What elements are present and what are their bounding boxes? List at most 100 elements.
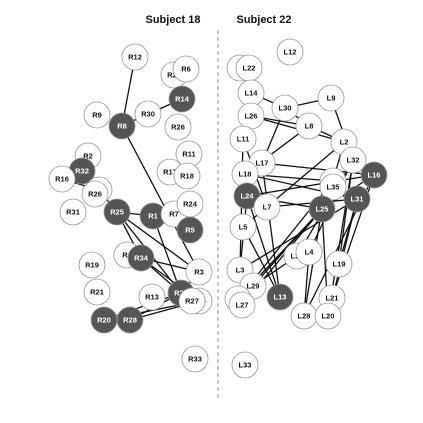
node-circle-l13 [266, 283, 294, 311]
node-label-r7: R7 [169, 210, 179, 219]
node-circle-r21 [83, 278, 111, 306]
node-label-l22: L22 [243, 64, 256, 73]
node-circle-l20 [314, 302, 342, 330]
node-label-r21: R21 [90, 288, 104, 297]
node-label-r25: R25 [110, 208, 124, 217]
node-circle-l16 [360, 161, 388, 189]
node-circle-l7 [253, 193, 281, 221]
node-label-r33: R33 [188, 355, 202, 364]
node-l25: L25 [308, 195, 336, 223]
node-l12: L12 [276, 38, 304, 66]
node-label-l3: L3 [236, 266, 245, 275]
node-l11: L11 [229, 125, 257, 153]
node-label-r3: R3 [194, 268, 204, 277]
node-label-l32: L32 [347, 156, 360, 165]
node-label-l2: L2 [340, 138, 349, 147]
node-circle-r13 [138, 283, 166, 311]
edge-R8-R3 [121, 125, 200, 273]
node-circle-l4 [295, 238, 323, 266]
node-r8: R8 [108, 112, 136, 140]
node-circle-l19 [325, 250, 353, 278]
node-circle-r33 [181, 345, 209, 373]
node-l4: L4 [295, 238, 323, 266]
node-circle-l5 [229, 213, 257, 241]
node-r16: R16 [48, 165, 76, 193]
node-r26: R26 [164, 113, 192, 141]
node-circle-l25 [308, 195, 336, 223]
node-label-l29: L29 [247, 282, 260, 291]
node-r21: R21 [83, 278, 111, 306]
node-circle-r34 [127, 244, 155, 272]
node-l5: L5 [229, 213, 257, 241]
node-label-r31: R31 [66, 208, 80, 217]
node-l7: L7 [253, 193, 281, 221]
node-label-l5: L5 [239, 223, 248, 232]
node-r28: R28 [116, 306, 144, 334]
node-label-l18: L18 [239, 170, 252, 179]
node-label-l11: L11 [237, 135, 250, 144]
node-r13: R13 [138, 283, 166, 311]
node-label-r4: R4 [122, 251, 132, 260]
node-r9: R9 [83, 101, 111, 129]
node-circle-r30 [134, 100, 162, 128]
node-label-r1: R1 [148, 212, 158, 221]
node-l27: L27 [228, 291, 256, 319]
edge-L19-L32 [338, 159, 354, 265]
node-r31: R31 [59, 198, 87, 226]
node-label-r9: R9 [92, 111, 102, 120]
node-label-r20: R20 [97, 316, 111, 325]
node-circle-l31 [343, 185, 371, 213]
node-label-r27: R27 [185, 297, 199, 306]
node-label-l24: L24 [241, 192, 255, 201]
node-r6: R6 [172, 55, 200, 83]
node-label-r13: R13 [145, 293, 159, 302]
node-circle-l8 [295, 112, 323, 140]
node-r34: R34 [127, 244, 155, 272]
node-circle-l33 [231, 351, 259, 379]
node-label-r14: R14 [175, 95, 190, 104]
node-label-l21: L21 [326, 294, 339, 303]
left-panel-title: Subject 18 [145, 14, 200, 26]
node-l26: L26 [237, 102, 265, 130]
right-panel-title: Subject 22 [236, 14, 291, 26]
node-l35: L35 [319, 173, 347, 201]
node-label-r12: R12 [128, 53, 142, 62]
node-label-l7: L7 [263, 203, 272, 212]
node-label-r17: R17 [163, 168, 177, 177]
node-r3: R3 [185, 258, 213, 286]
node-r18: R18 [173, 162, 201, 190]
node-circle-r16 [48, 165, 76, 193]
node-l20: L20 [314, 302, 342, 330]
node-label-l30: L30 [279, 104, 292, 113]
node-label-l35: L35 [327, 183, 340, 192]
node-circle-r28 [116, 306, 144, 334]
node-r5: R5 [176, 216, 204, 244]
node-circle-r31 [59, 198, 87, 226]
node-label-l27: L27 [236, 301, 249, 310]
edge-R25-R3 [116, 211, 200, 273]
node-label-l4: L4 [305, 248, 315, 257]
node-circle-r6 [172, 55, 200, 83]
node-label-l17: L17 [256, 159, 269, 168]
node-label-r6: R6 [181, 65, 191, 74]
node-label-l14: L14 [245, 89, 259, 98]
node-l13: L13 [266, 283, 294, 311]
node-r26b: R26 [81, 180, 109, 208]
node-circle-r5 [176, 216, 204, 244]
node-label-l31: L31 [351, 195, 364, 204]
node-circle-l27 [228, 291, 256, 319]
node-r12: R12 [121, 43, 149, 71]
node-circle-r25 [103, 198, 131, 226]
node-label-l28: L28 [298, 312, 311, 321]
node-r14: R14 [168, 85, 196, 113]
node-label-l33: L33 [239, 361, 252, 370]
node-label-r22: R22 [167, 71, 181, 80]
node-label-r24: R24 [183, 200, 198, 209]
node-r30: R30 [134, 100, 162, 128]
node-r20: R20 [90, 306, 118, 334]
node-circle-r26 [164, 113, 192, 141]
node-circle-r14 [168, 85, 196, 113]
node-r19: R19 [78, 251, 106, 279]
node-label-r28: R28 [123, 316, 137, 325]
node-r27: R27 [178, 287, 206, 315]
